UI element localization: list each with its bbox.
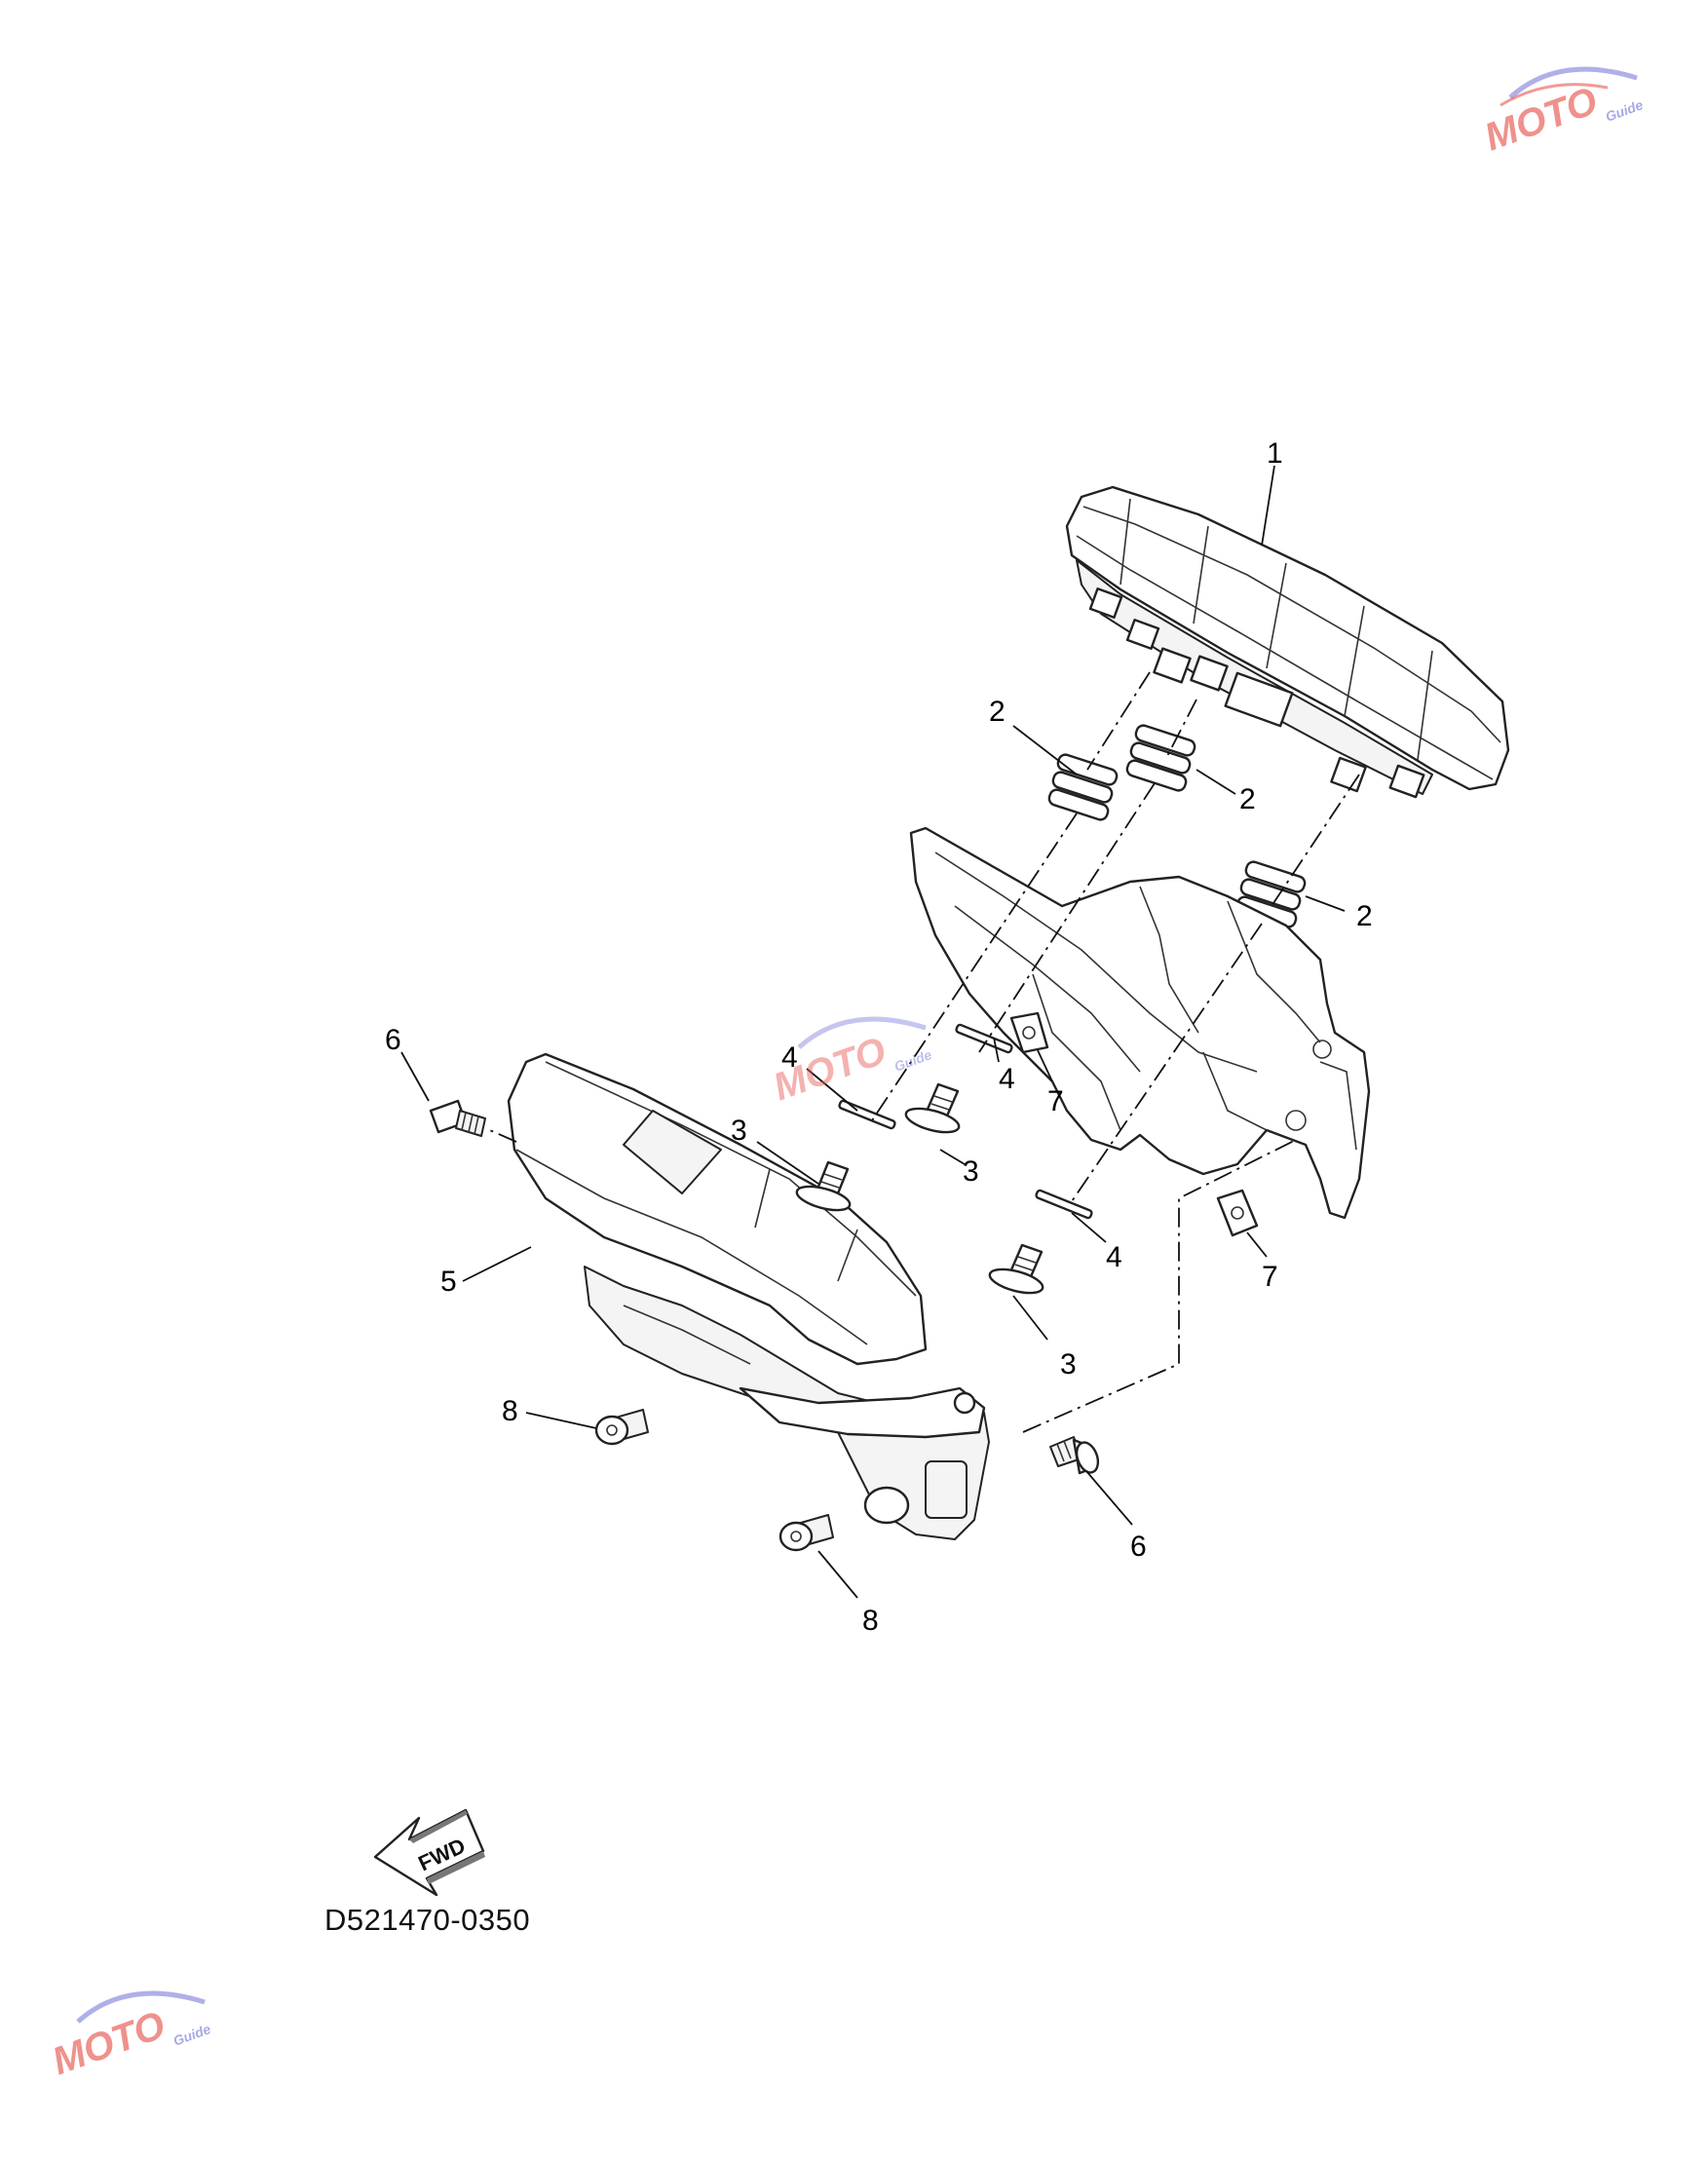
fwd-arrow-icon: FWD [373, 1808, 485, 1897]
watermark-logo-center: MOTO Guide [768, 1016, 934, 1109]
svg-text:Guide: Guide [1604, 96, 1646, 125]
callout-7-b: 7 [1262, 1261, 1278, 1293]
washer-4-right [1035, 1189, 1093, 1220]
diagram-code: D521470-0350 [324, 1903, 531, 1937]
callout-5: 5 [440, 1266, 457, 1298]
washer-4-middle [955, 1023, 1013, 1054]
watermark-logo-bottom-left: MOTO Guide [47, 1990, 213, 2083]
meter-bracket [909, 826, 1371, 1220]
svg-text:MOTO: MOTO [1479, 79, 1603, 159]
screw-3-right [988, 1243, 1044, 1295]
callout-6-b: 6 [1130, 1531, 1147, 1563]
callout-3-c: 3 [1060, 1348, 1077, 1381]
callout-7-a: 7 [1047, 1085, 1064, 1117]
callout-4-c: 4 [1106, 1241, 1122, 1273]
callout-2-c: 2 [1356, 900, 1373, 932]
bolt-6-lower [1049, 1436, 1100, 1475]
callout-4-a: 4 [781, 1041, 798, 1074]
watermark-logo-top-right: MOTO Guide [1479, 66, 1646, 159]
callout-3-a: 3 [731, 1115, 747, 1147]
callout-8-b: 8 [862, 1605, 879, 1637]
screw-3-left [795, 1160, 852, 1212]
clip-8-left [594, 1409, 649, 1446]
grommet-3 [1235, 860, 1307, 928]
callout-3-b: 3 [963, 1155, 979, 1188]
callout-2-b: 2 [1239, 783, 1256, 815]
callout-1: 1 [1267, 437, 1283, 470]
callout-4-b: 4 [999, 1063, 1015, 1095]
clip-8-right [778, 1514, 834, 1552]
screw-3-middle [904, 1082, 961, 1134]
nut-7-bottom [1216, 1189, 1259, 1237]
grommet-2 [1125, 724, 1196, 792]
nut-7-top [1009, 1011, 1049, 1054]
callout-6-a: 6 [385, 1024, 401, 1056]
callout-2-a: 2 [989, 696, 1006, 728]
leader-lines [400, 465, 1346, 1599]
grommet-1 [1047, 753, 1119, 821]
meter-assembly [1065, 485, 1510, 799]
svg-text:MOTO: MOTO [47, 2003, 171, 2083]
callout-8-a: 8 [502, 1395, 518, 1427]
callout-labels: 1 2 2 2 3 3 3 4 4 4 5 6 6 7 7 8 8 [385, 437, 1373, 1637]
svg-text:Guide: Guide [892, 1046, 934, 1075]
svg-text:Guide: Guide [171, 2021, 213, 2049]
bolt-6-upper [429, 1099, 486, 1137]
meter-cover [507, 1052, 990, 1540]
washer-4-left [838, 1099, 896, 1130]
assembly-lines [484, 671, 1360, 1433]
